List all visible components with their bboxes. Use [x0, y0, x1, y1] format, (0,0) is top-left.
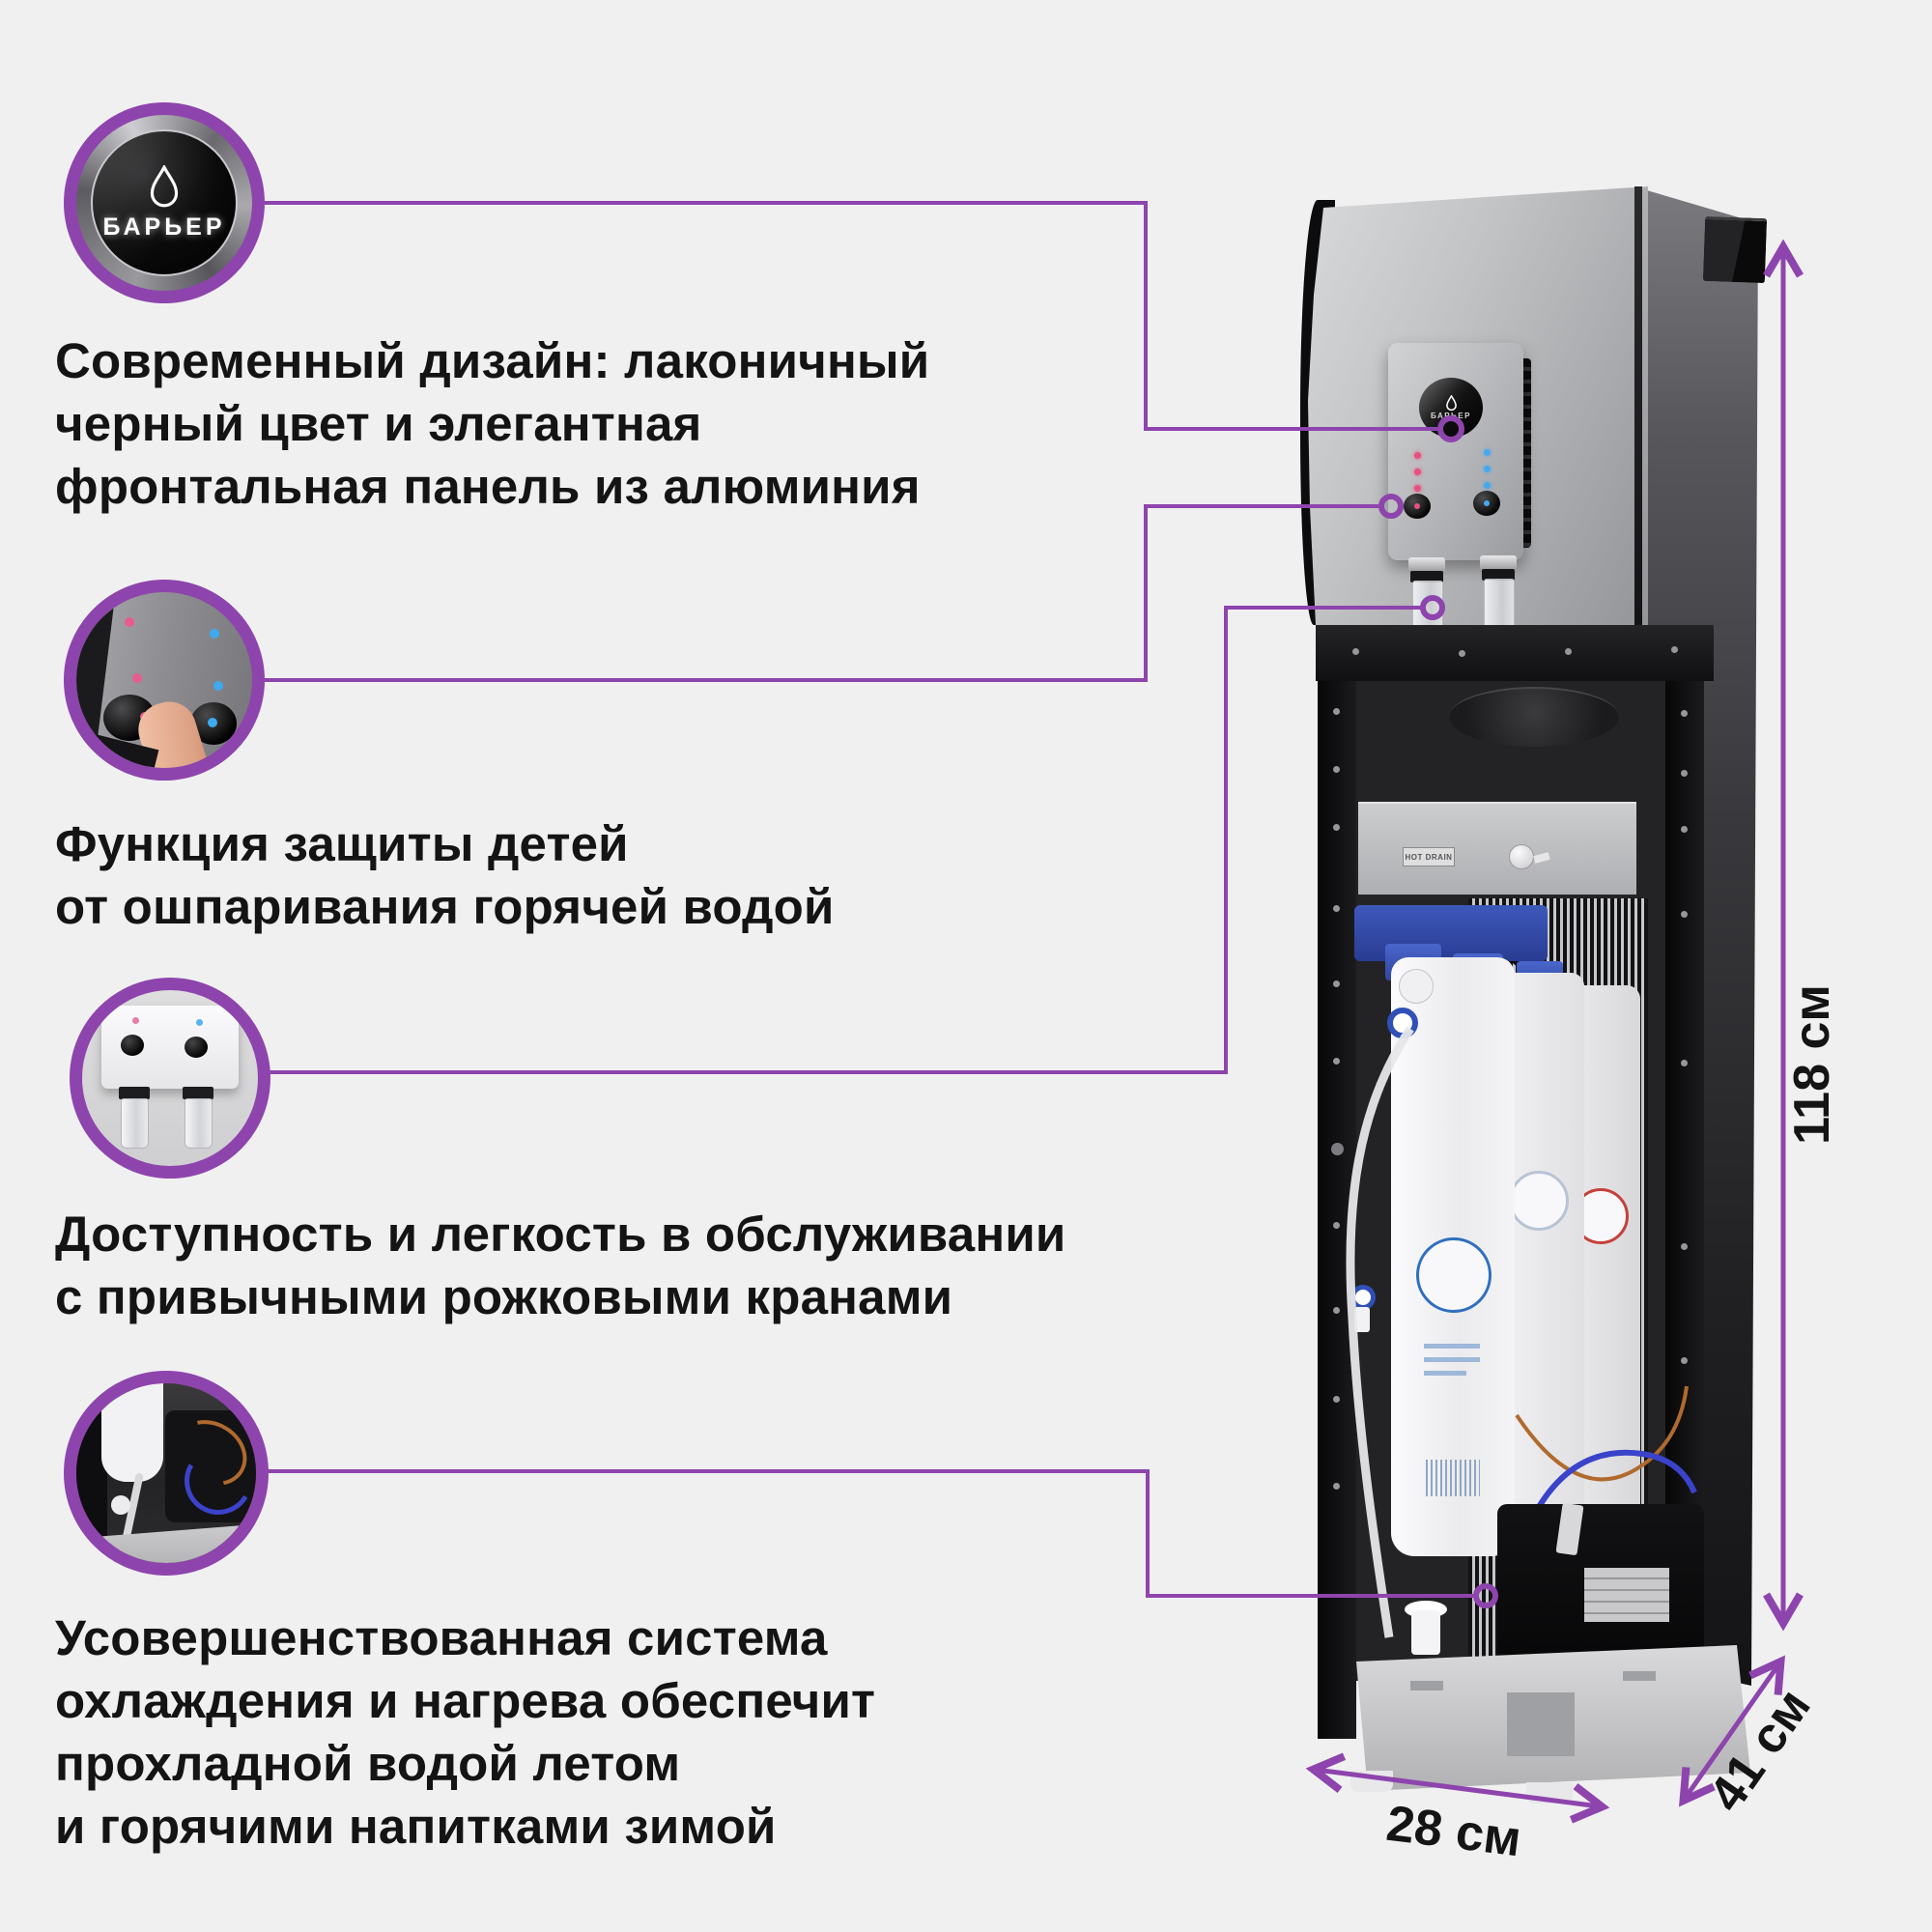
- drain-fitting: [1411, 1610, 1440, 1655]
- hot-led: [1414, 469, 1421, 475]
- white-tube: [1346, 1026, 1414, 1638]
- screw: [1671, 646, 1678, 653]
- cold-led-dot: [210, 629, 219, 639]
- tank-top: [1449, 687, 1619, 747]
- cold-led: [1484, 449, 1491, 456]
- feature-text-cooling-heating: Усовершенствованная система охлаждения и…: [55, 1610, 876, 1854]
- callout-marker-logo: [1437, 415, 1464, 442]
- callout-marker-compressor: [1473, 1583, 1498, 1608]
- hot-led: [1414, 485, 1421, 492]
- filter-cartridge-1: [1391, 957, 1515, 1556]
- hot-led: [1414, 452, 1421, 459]
- feature-text-child-protection: Функция защиты детей от ошпаривания горя…: [55, 816, 835, 934]
- cold-tap-collar: [1480, 555, 1517, 571]
- brand-logo: БАРЬЕР: [91, 129, 238, 276]
- filter-label: [1509, 1171, 1569, 1231]
- callout-marker-button: [1378, 494, 1404, 519]
- hot-tap-collar: [1408, 557, 1445, 573]
- hot-led-dot: [125, 617, 134, 627]
- cold-led-dot: [213, 681, 223, 691]
- cold-button: [185, 1037, 208, 1058]
- tap-collar: [119, 1087, 150, 1099]
- cold-led: [1484, 482, 1491, 489]
- callout-line-design: [263, 201, 1439, 431]
- callout-marker-tap: [1420, 595, 1445, 620]
- lower-fitting-body: [1354, 1307, 1370, 1332]
- tap-nozzle: [185, 1098, 213, 1149]
- callout-line-easy-service: [269, 606, 1421, 1074]
- copper-wire: [1515, 1385, 1689, 1482]
- hot-button: [1404, 494, 1431, 519]
- tap-collar: [183, 1087, 213, 1099]
- compressor: [165, 1410, 256, 1522]
- label-line: [1424, 1357, 1480, 1362]
- hot-led-dot: [132, 673, 142, 683]
- cold-tap-ring: [1482, 569, 1515, 581]
- hot-led-dot: [132, 1017, 139, 1024]
- frame-top-band: [1316, 625, 1714, 681]
- screw: [1459, 650, 1465, 657]
- hot-button: [121, 1035, 144, 1056]
- tubes-and-wires: [1346, 1026, 1697, 1638]
- depth-dimension-arrow: [1679, 1655, 1785, 1807]
- screw: [1352, 648, 1359, 655]
- control-panel: БАРЬЕР: [1388, 343, 1523, 560]
- feature-text-easy-service: Доступность и легкость в обслуживании с …: [55, 1207, 1066, 1324]
- water-dispenser: БАРЬЕР: [1294, 179, 1835, 1840]
- cold-button-dot: [208, 718, 217, 727]
- hot-tap-ring: [1410, 571, 1443, 582]
- panel-seam: [1634, 186, 1642, 625]
- hot-drain-label: HOT DRAIN: [1403, 847, 1455, 867]
- cold-led-dot: [196, 1019, 203, 1026]
- blue-filter-label: [1416, 1237, 1492, 1313]
- base-slot: [1623, 1671, 1656, 1681]
- barcode: [1426, 1460, 1480, 1496]
- filter-cartridge: [101, 1383, 163, 1482]
- label-line: [1424, 1371, 1466, 1376]
- screw: [1565, 648, 1572, 655]
- compressor-label: [1584, 1568, 1669, 1622]
- label-line: [1424, 1344, 1480, 1349]
- feature-text-design: Современный дизайн: лаконичный черный цв…: [55, 333, 930, 514]
- cold-button: [1473, 491, 1500, 516]
- cold-led: [1484, 466, 1491, 472]
- base-slot: [1410, 1681, 1443, 1690]
- tap-nozzle: [121, 1098, 149, 1149]
- callout-line-cooling: [265, 1469, 1474, 1598]
- white-fitting: [111, 1495, 130, 1515]
- width-dimension-arrow: [1305, 1752, 1610, 1824]
- base-slot: [1507, 1692, 1575, 1756]
- callout-line-child-protection: [263, 504, 1379, 682]
- blue-wire: [1533, 1449, 1697, 1514]
- hot-drain-panel: HOT DRAIN: [1358, 802, 1636, 895]
- elbow-fitting: [1399, 969, 1434, 1004]
